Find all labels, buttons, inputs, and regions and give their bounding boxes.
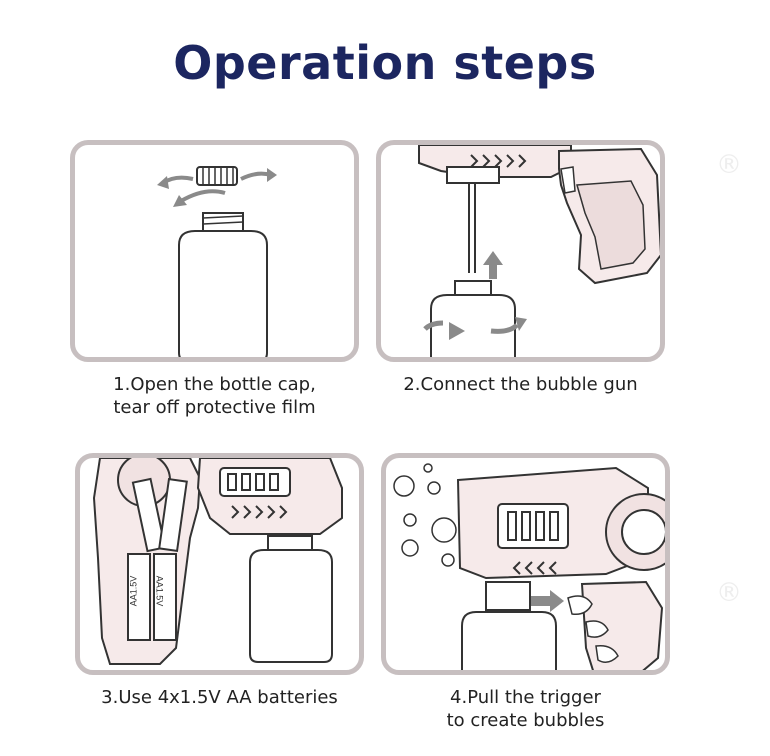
step-2-panel [376,140,665,362]
step-2-caption: 2.Connect the bubble gun [376,373,665,396]
step-3-caption: 3.Use 4x1.5V AA batteries [75,686,364,709]
registered-watermark: ® [716,150,742,180]
battery-icon [92,458,343,665]
battery-label: AA1.5V [154,575,165,607]
step-4-line1: 4.Pull the trigger [450,687,601,708]
page-title: Operation steps [173,36,597,90]
step-1-panel [70,140,359,362]
step-2-line1: 2.Connect the bubble gun [403,374,638,395]
step-1-line2: tear off protective film [113,397,316,418]
step-3-panel: AA1.5V AA1.5V [75,453,364,675]
step-4-caption: 4.Pull the trigger to create bubbles [381,686,670,732]
step-1-caption: 1.Open the bottle cap, tear off protecti… [70,373,359,419]
step-4-line2: to create bubbles [446,710,605,731]
bottle-cap-icon [157,166,277,357]
trigger-icon [393,463,665,670]
battery-label: AA1.5V [128,575,139,607]
step-4-panel [381,453,670,675]
step-3-line1: 3.Use 4x1.5V AA batteries [101,687,338,708]
bubble-gun-connect-icon [418,145,660,357]
registered-watermark: ® [716,578,742,608]
step-1-line1: 1.Open the bottle cap, [113,374,316,395]
